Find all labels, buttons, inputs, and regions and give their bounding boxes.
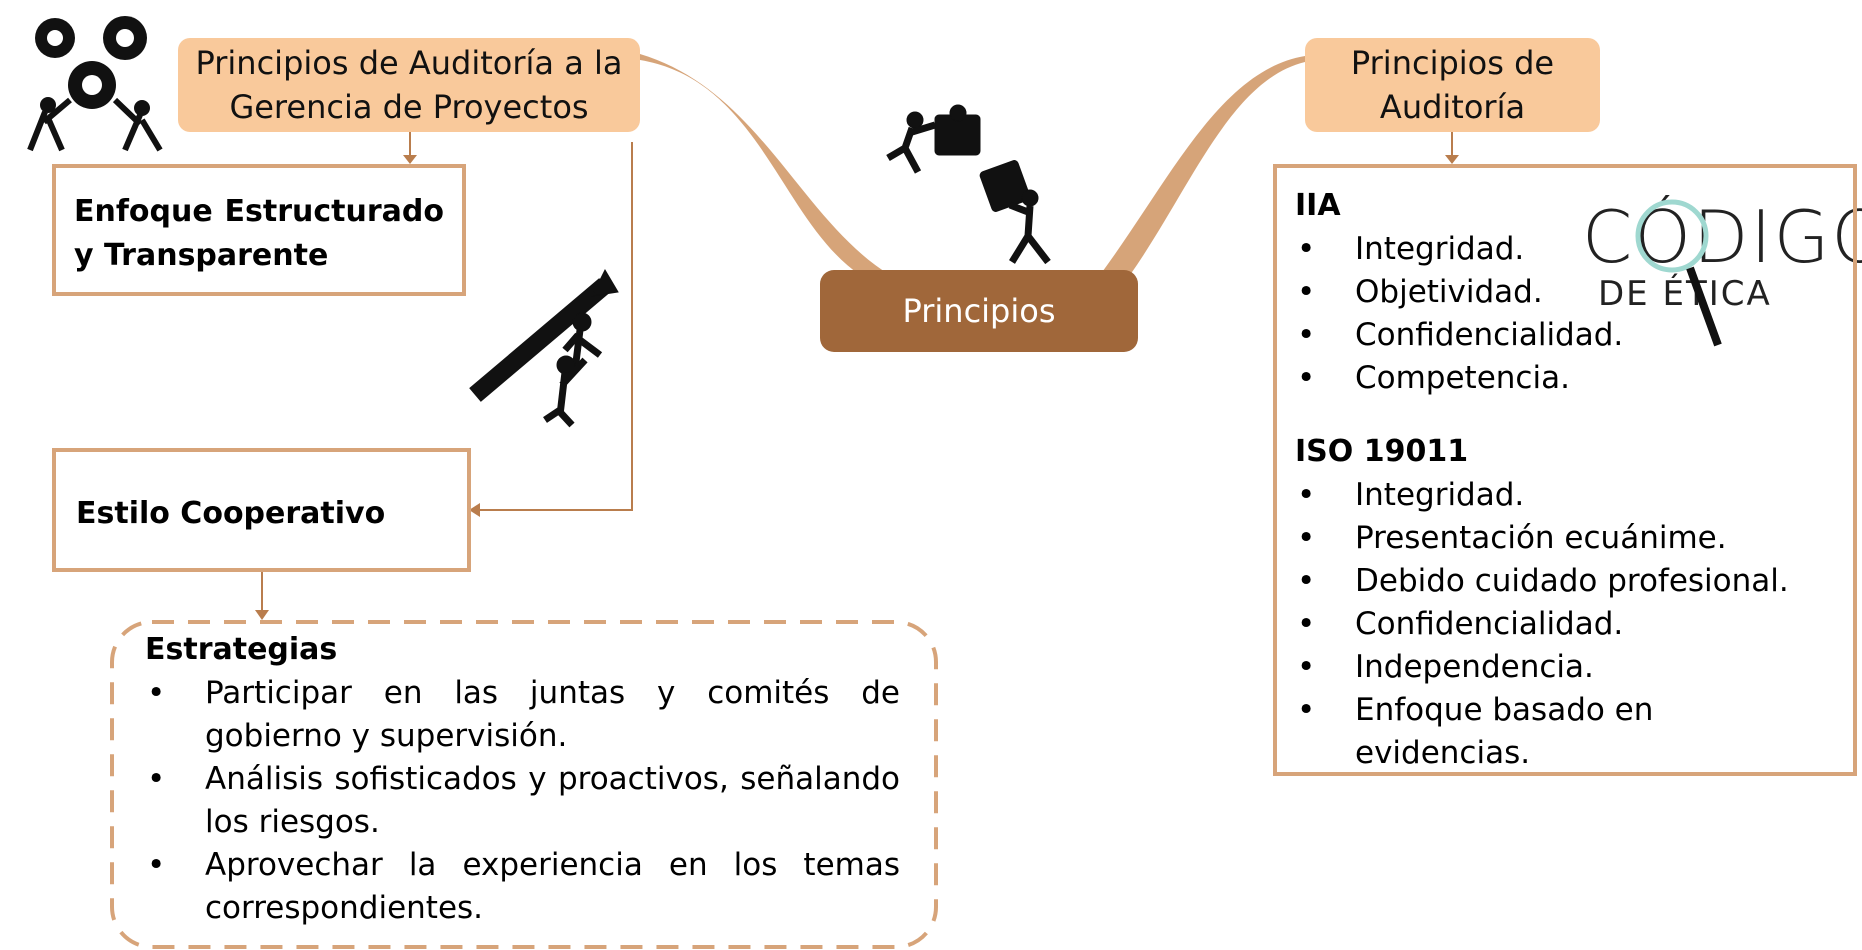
iso-item-5: Independencia.: [1295, 646, 1835, 689]
estrategias-dashed-frame: [110, 620, 938, 949]
iia-item-1: Integridad.: [1295, 228, 1835, 271]
principles-box: IIA Integridad. Objetividad. Confidencia…: [1273, 164, 1857, 776]
estilo-text: Estilo Cooperativo: [76, 496, 386, 531]
enfoque-box: Enfoque Estructurado y Transparente: [52, 164, 466, 296]
estrategias-panel: Estrategias Participar en las juntas y c…: [145, 628, 900, 930]
estrategias-list: Participar en las juntas y comités de go…: [145, 672, 900, 930]
estrategias-heading: Estrategias: [145, 632, 338, 667]
iia-heading: IIA: [1295, 188, 1341, 223]
arrow-to-principles-box: [1445, 155, 1459, 164]
iso-item-1: Integridad.: [1295, 474, 1835, 517]
estrategia-item-3: Aprovechar la experiencia en los temas c…: [145, 844, 900, 930]
iia-item-4: Competencia.: [1295, 357, 1835, 400]
arrow-to-estrategias: [255, 610, 269, 620]
iso-list: Integridad. Presentación ecuánime. Debid…: [1295, 474, 1835, 775]
arrow-to-estilo: [469, 503, 480, 517]
right-title-box: Principios de Auditoría: [1305, 38, 1600, 132]
left-title-text: Principios de Auditoría a la Gerencia de…: [195, 44, 623, 126]
estrategia-item-2: Análisis sofisticados y proactivos, seña…: [145, 758, 900, 844]
iia-list: Integridad. Objetividad. Confidencialida…: [1295, 228, 1835, 400]
iso-heading: ISO 19011: [1295, 434, 1469, 469]
right-title-text: Principios de Auditoría: [1350, 44, 1555, 126]
right-swoop: [1100, 56, 1305, 275]
left-swoop: [640, 54, 890, 275]
center-text: Principios: [902, 292, 1056, 330]
iso-item-6: Enfoque basado en evidencias.: [1295, 689, 1835, 775]
climbing-arrow-icon: [469, 268, 619, 428]
iia-item-3: Confidencialidad.: [1295, 314, 1835, 357]
estilo-box: Estilo Cooperativo: [52, 448, 471, 572]
center-principios-box: Principios: [820, 270, 1138, 352]
iso-item-4: Confidencialidad.: [1295, 603, 1835, 646]
iso-item-3: Debido cuidado profesional.: [1295, 560, 1835, 603]
arrow-to-enfoque: [403, 155, 417, 164]
gears-teamwork-icon: [27, 16, 163, 152]
iia-item-2: Objetividad.: [1295, 271, 1835, 314]
enfoque-text: Enfoque Estructurado y Transparente: [74, 194, 444, 273]
estrategia-item-1: Participar en las juntas y comités de go…: [145, 672, 900, 758]
iso-item-2: Presentación ecuánime.: [1295, 517, 1835, 560]
left-title-box: Principios de Auditoría a la Gerencia de…: [178, 38, 640, 132]
puzzle-people-icon: [886, 104, 1051, 265]
